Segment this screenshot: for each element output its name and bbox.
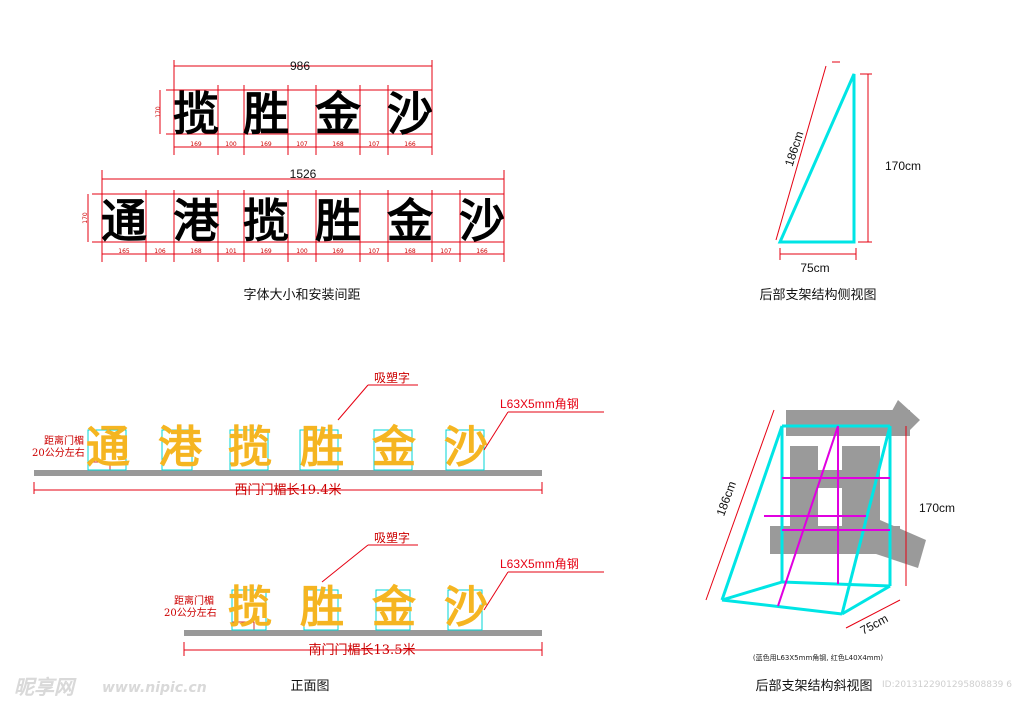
steel-frame-magenta <box>764 425 890 607</box>
row2-dimension-lines <box>87 170 505 262</box>
spacing-value: 106 <box>154 248 166 255</box>
letter: 揽 <box>243 194 289 248</box>
west-lintel-length: 西门门楣长19.4米 <box>235 483 342 498</box>
panel2-caption: 后部支架结构侧视图 <box>759 288 876 303</box>
spacing-value: 165 <box>118 248 130 255</box>
letter: 港 <box>158 422 203 473</box>
spacing-value: 169 <box>260 248 272 255</box>
vacuum-letter-label: 吸塑字 <box>374 370 410 385</box>
side-view-panel: 186cm 170cm 75cm 后部支架结构侧视图 <box>759 61 921 303</box>
support-frame-side <box>777 73 856 244</box>
material-note: (蓝色用L63X5mm角钢, 红色L40X4mm) <box>753 653 884 662</box>
watermark-url: www.nipic.cn <box>102 680 207 696</box>
panel3-caption: 正面图 <box>290 679 329 694</box>
south-gate-elevation: 揽 胜 金 沙 吸塑字 L63X5mm角钢 距离门楣 20公分左右 南门门楣长1… <box>164 530 604 658</box>
letter: 揽 <box>228 582 272 633</box>
lintel-distance-note: 20公分左右 <box>32 446 85 459</box>
letter: 胜 <box>243 87 289 141</box>
oblique-height-label: 170cm <box>919 501 955 515</box>
lintel-distance-note: 距离门楣 <box>174 594 214 607</box>
letter: 沙 <box>459 194 505 248</box>
row2-spacing-labels: 165 106 168 101 169 100 169 107 168 107 … <box>118 248 488 255</box>
row1-dimension-lines <box>159 60 433 155</box>
lintel-distance-note: 20公分左右 <box>164 606 217 619</box>
south-steel-frames <box>231 589 483 631</box>
letter: 沙 <box>444 422 488 473</box>
row1-height: 170 <box>155 106 162 118</box>
lintel-distance-note: 距离门楣 <box>44 434 84 447</box>
spacing-value: 107 <box>440 248 452 255</box>
spacing-value: 100 <box>225 141 237 148</box>
spacing-value: 166 <box>404 141 416 148</box>
letter: 金 <box>371 422 417 473</box>
spacing-value: 169 <box>190 141 202 148</box>
letter: 胜 <box>300 582 344 633</box>
row2-letters: 通 港 揽 胜 金 沙 <box>101 194 505 248</box>
oblique-view-panel: 186cm 170cm 75cm (蓝色用L63X5mm角钢, 红色L40X4m… <box>705 400 955 694</box>
spacing-value: 100 <box>296 248 308 255</box>
gray-letter-silhouette <box>770 400 926 568</box>
row2-total-width: 1526 <box>290 167 317 181</box>
vacuum-letter-label: 吸塑字 <box>374 530 410 545</box>
row2-height: 170 <box>82 212 89 224</box>
letter: 揽 <box>173 87 219 141</box>
lintel-beam <box>184 630 542 636</box>
row1-spacing-labels: 169 100 169 107 168 107 166 <box>190 141 416 148</box>
spacing-value: 166 <box>476 248 488 255</box>
west-gate-elevation: 通 港 揽 胜 金 沙 吸塑字 L63X5mm角钢 距离门楣 20公分左右 西门… <box>32 370 604 498</box>
watermark: 昵享网 www.nipic.cn ID:2013122901295808839 … <box>14 675 1012 699</box>
letter: 沙 <box>387 87 433 141</box>
spacing-value: 169 <box>332 248 344 255</box>
spacing-value: 168 <box>190 248 202 255</box>
row1-letters: 揽 胜 金 沙 <box>173 87 433 141</box>
side-height-label: 170cm <box>885 159 921 173</box>
spacing-value: 107 <box>368 248 380 255</box>
letter: 胜 <box>300 422 344 473</box>
spacing-value: 168 <box>404 248 416 255</box>
south-lintel-length: 南门门楣长13.5米 <box>309 642 416 658</box>
letter: 沙 <box>444 582 488 633</box>
panel4-caption: 后部支架结构斜视图 <box>755 679 872 694</box>
letter: 胜 <box>315 194 361 248</box>
panel1-caption: 字体大小和安装间距 <box>243 288 360 303</box>
west-steel-frames <box>87 429 485 471</box>
angle-steel-label: L63X5mm角钢 <box>500 397 579 411</box>
letter: 金 <box>371 582 417 633</box>
side-hypotenuse-label: 186cm <box>782 129 806 168</box>
font-size-spacing-panel: 986 170 揽 胜 金 沙 169 100 169 107 168 107 … <box>82 59 505 303</box>
spacing-value: 107 <box>368 141 380 148</box>
spacing-value: 101 <box>225 248 237 255</box>
oblique-hypotenuse-label: 186cm <box>714 479 739 518</box>
front-view-panel: 通 港 揽 胜 金 沙 吸塑字 L63X5mm角钢 距离门楣 20公分左右 西门… <box>32 370 604 694</box>
spacing-value: 107 <box>296 141 308 148</box>
row1-total-width: 986 <box>290 59 310 73</box>
lintel-beam <box>34 470 542 476</box>
letter: 金 <box>314 87 362 141</box>
spacing-value: 169 <box>260 141 272 148</box>
letter: 金 <box>386 194 434 248</box>
letter: 通 <box>86 422 130 473</box>
watermark-logo: 昵享网 <box>14 675 77 699</box>
watermark-id: ID:2013122901295808839 6 <box>882 680 1012 690</box>
steel-frame-cyan <box>720 424 892 616</box>
letter: 揽 <box>228 422 272 473</box>
spacing-value: 168 <box>332 141 344 148</box>
oblique-depth-label: 75cm <box>858 611 890 637</box>
letter: 港 <box>173 194 220 248</box>
south-gold-letters: 揽 胜 金 沙 <box>228 582 488 633</box>
angle-steel-label: L63X5mm角钢 <box>500 557 579 571</box>
side-base-label: 75cm <box>800 261 829 275</box>
letter: 通 <box>101 194 147 248</box>
west-gold-letters: 通 港 揽 胜 金 沙 <box>86 422 488 473</box>
